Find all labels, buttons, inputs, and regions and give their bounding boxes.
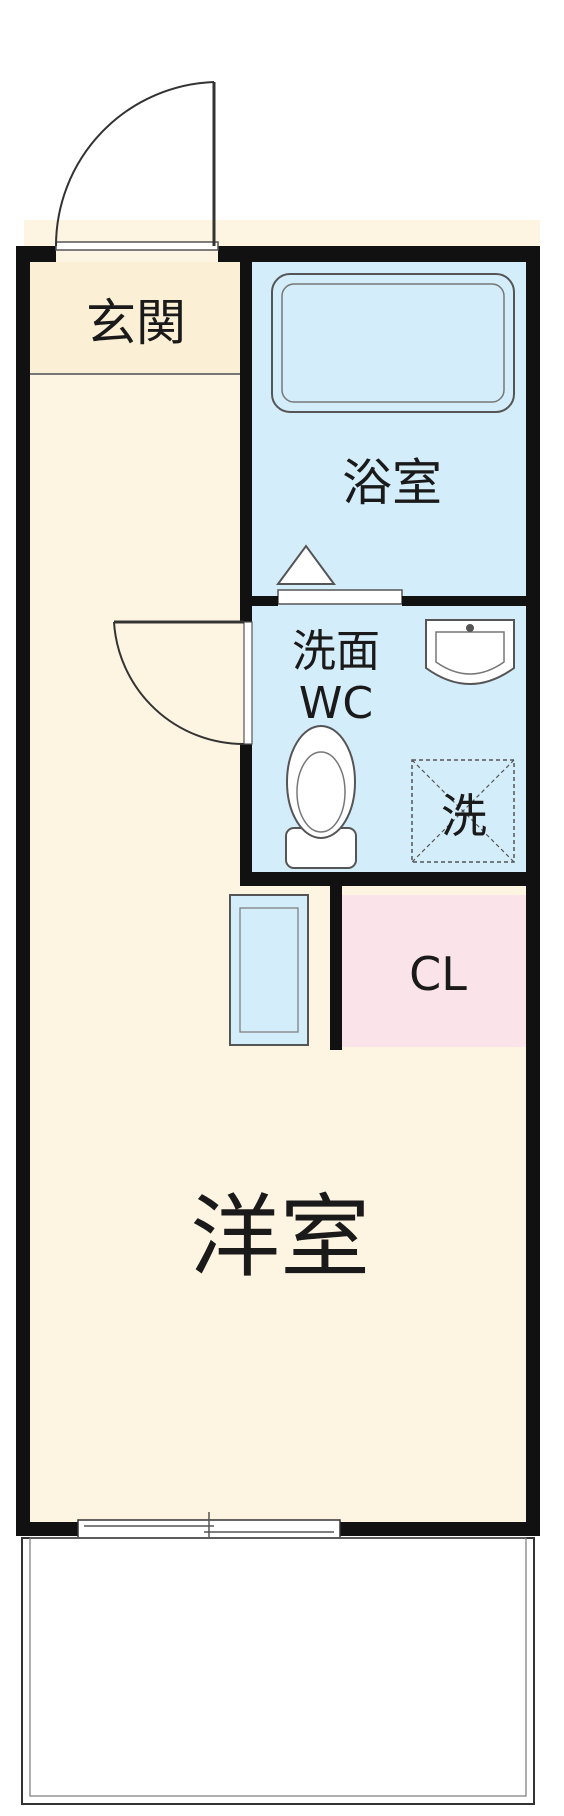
bath-door [277,589,403,605]
bathtub-icon [271,273,515,413]
closet-label: CL [409,947,467,1001]
bath-label: 浴室 [342,454,442,512]
entrance-label: 玄関 [86,294,186,352]
balcony [21,1537,535,1805]
closet-area [342,895,534,1047]
wc-label: WC [299,678,373,729]
refrigerator-icon [229,894,309,1046]
entry-door-icon [55,81,219,251]
entrance-floor [24,262,246,374]
western-room-label: 洋室 [190,1185,370,1290]
washer-label: 洗 [441,789,487,843]
washroom-label: 洗面 [292,626,380,677]
walls [16,246,540,1536]
sink-icon [425,619,515,685]
washer-pan-icon [411,759,515,863]
drain-icon [276,544,336,585]
washroom-door-icon [113,620,253,746]
